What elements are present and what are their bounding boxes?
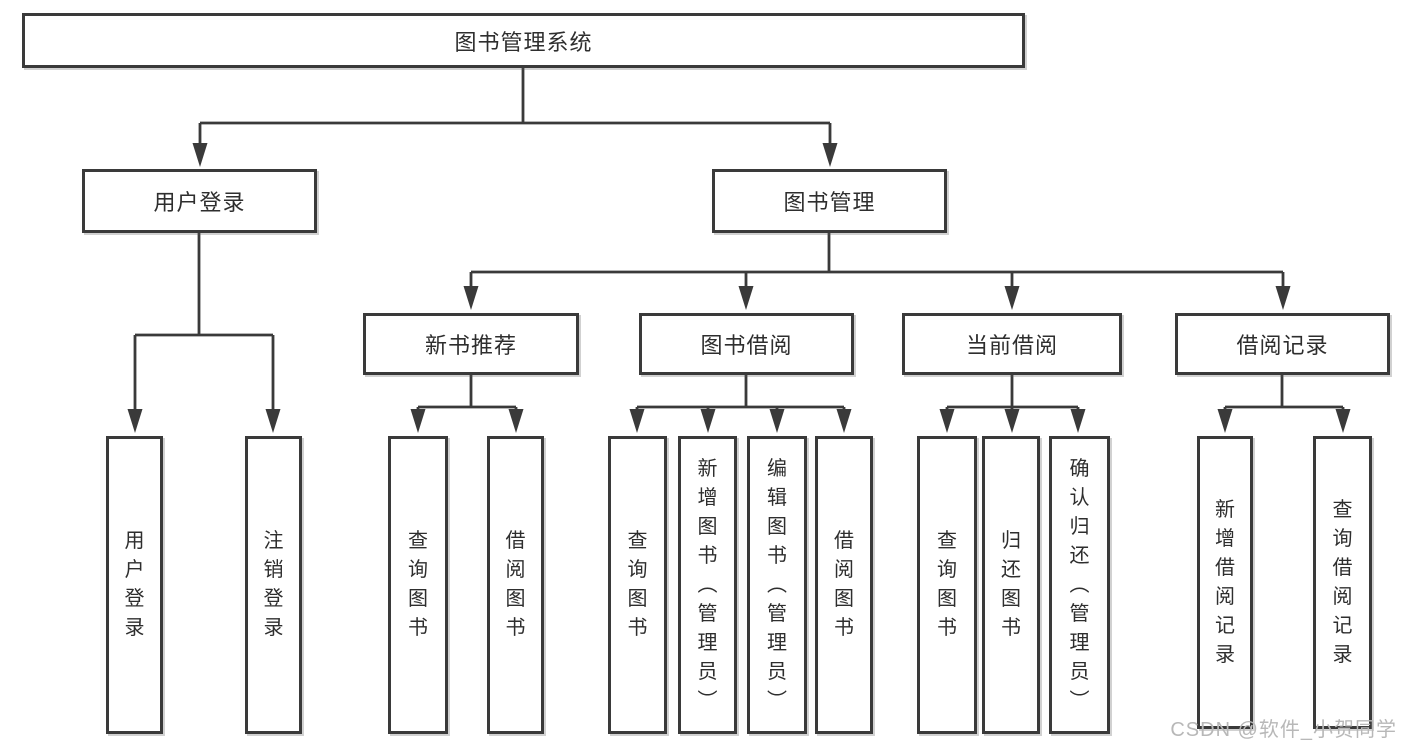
leaf-confirm-return-admin: 确 认 归 还 ︵ 管 理 员 ︶ [1049, 436, 1110, 734]
leaf-label: 确 认 归 还 ︵ 管 理 员 ︶ [1069, 457, 1090, 712]
leaf-return-books: 归 还 图 书 [982, 436, 1040, 734]
node-book-borrow: 图书借阅 [639, 313, 854, 375]
leaf-query-books-current: 查 询 图 书 [917, 436, 977, 734]
leaf-add-borrow-record: 新 增 借 阅 记 录 [1197, 436, 1253, 729]
leaf-label: 查 询 图 书 [627, 530, 648, 639]
leaf-label: 新 增 借 阅 记 录 [1215, 498, 1235, 666]
leaf-borrow-books-borrow: 借 阅 图 书 [815, 436, 873, 734]
leaf-label: 用 户 登 录 [124, 530, 145, 639]
leaf-user-login: 用 户 登 录 [106, 436, 163, 734]
leaf-label: 借 阅 图 书 [834, 530, 854, 639]
leaf-label: 注 销 登 录 [263, 530, 284, 639]
leaf-edit-books-admin: 编 辑 图 书 ︵ 管 理 员 ︶ [747, 436, 807, 734]
node-book-management: 图书管理 [712, 169, 947, 233]
watermark: CSDN @软件_小贺同学 [1170, 719, 1397, 741]
node-label: 图书管理 [783, 190, 876, 215]
leaf-label: 查 询 图 书 [937, 530, 957, 639]
leaf-query-books-recommend: 查 询 图 书 [388, 436, 448, 734]
leaf-logout-login: 注 销 登 录 [245, 436, 302, 734]
node-label: 当前借阅 [965, 333, 1058, 358]
node-label: 新书推荐 [424, 333, 517, 358]
node-current-borrow: 当前借阅 [902, 313, 1122, 375]
leaf-borrow-books-recommend: 借 阅 图 书 [487, 436, 544, 734]
node-label: 借阅记录 [1236, 333, 1329, 358]
leaf-label: 编 辑 图 书 ︵ 管 理 员 ︶ [767, 457, 787, 712]
leaf-add-books-admin: 新 增 图 书 ︵ 管 理 员 ︶ [678, 436, 737, 734]
node-label: 图书借阅 [700, 333, 793, 358]
leaf-label: 新 增 图 书 ︵ 管 理 员 ︶ [697, 457, 718, 712]
node-label: 图书管理系统 [454, 29, 593, 55]
leaf-query-borrow-record: 查 询 借 阅 记 录 [1313, 436, 1372, 729]
arrowheads [127, 143, 1351, 433]
leaf-label: 借 阅 图 书 [505, 530, 526, 639]
node-library-system: 图书管理系统 [22, 13, 1025, 68]
node-user-login: 用户登录 [82, 169, 317, 233]
node-new-book-recommend: 新书推荐 [363, 313, 579, 375]
node-label: 用户登录 [153, 190, 246, 215]
leaf-label: 查 询 图 书 [408, 530, 428, 639]
node-borrow-records: 借阅记录 [1175, 313, 1390, 375]
leaf-label: 归 还 图 书 [1001, 530, 1021, 639]
leaf-label: 查 询 借 阅 记 录 [1332, 498, 1353, 666]
leaf-query-books-borrow: 查 询 图 书 [608, 436, 667, 734]
